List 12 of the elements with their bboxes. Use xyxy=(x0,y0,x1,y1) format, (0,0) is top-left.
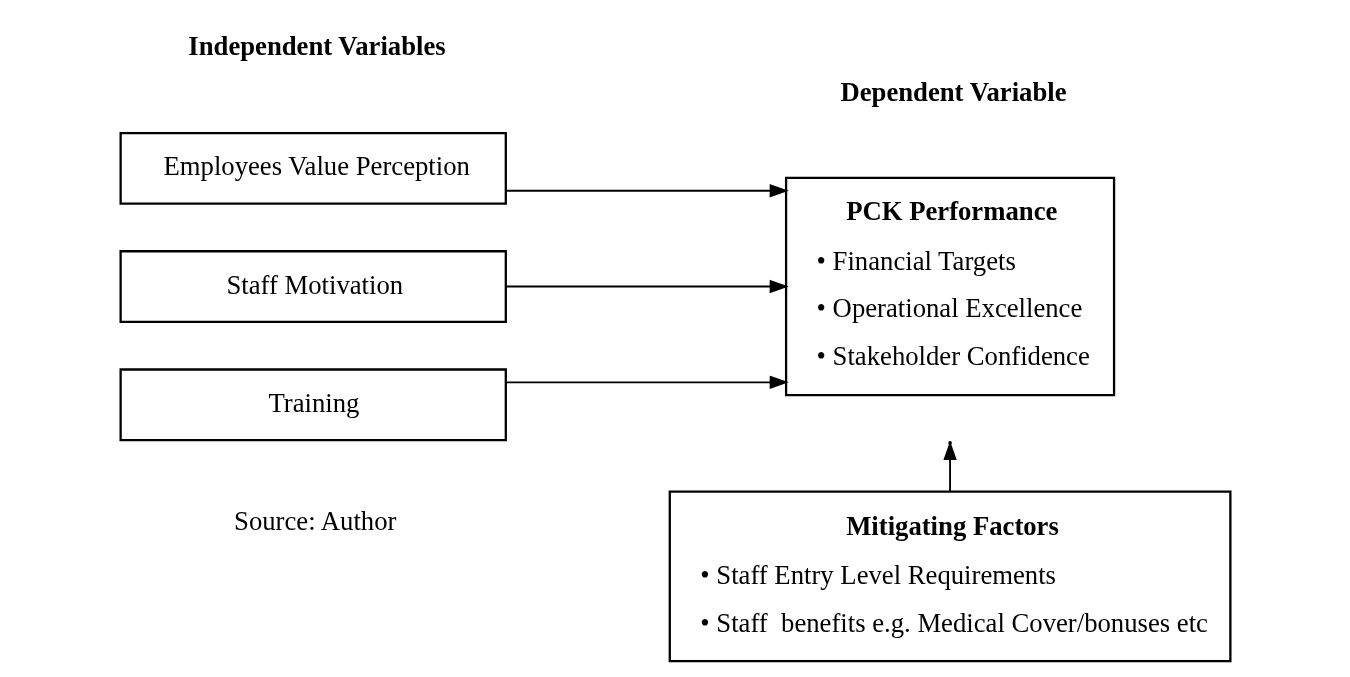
label: Source: Author xyxy=(233,506,396,537)
arrow xyxy=(504,279,789,294)
arrow xyxy=(504,375,789,390)
arrow xyxy=(942,441,957,493)
node-box: Training xyxy=(119,368,507,442)
node-box: Staff Motivation xyxy=(119,250,507,323)
node-box: PCK Performance • Financial Targets • Operational Excellence • Stakeholder Confidence xyxy=(784,176,1115,397)
node-box: Mitigating Factors • Staff Entry Level Requirements • Staff benefits e.g. Medical Cover/bonuses etc xyxy=(668,490,1231,663)
arrow xyxy=(504,184,789,198)
label: Independent Variables xyxy=(187,31,446,62)
label: Dependent Variable xyxy=(839,77,1067,108)
node-box: Employees Value Perception xyxy=(119,131,507,205)
